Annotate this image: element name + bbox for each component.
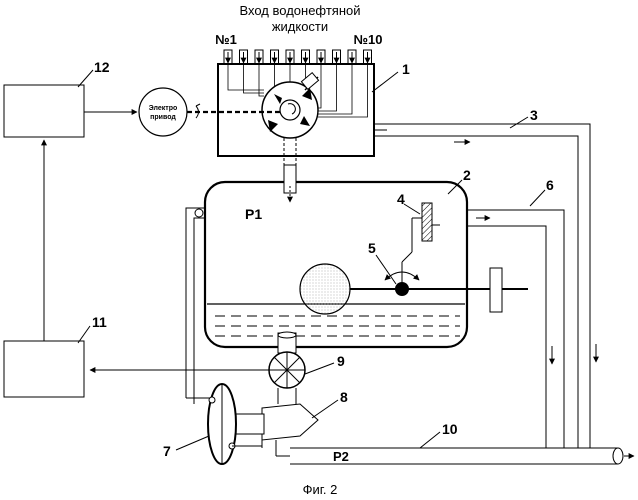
pipe-6 xyxy=(467,210,564,440)
label-3: 3 xyxy=(530,107,538,123)
p1-label: P1 xyxy=(245,206,262,222)
separation-tank xyxy=(205,165,528,347)
label-1: 1 xyxy=(402,61,410,77)
motor-label-1: Электро xyxy=(149,105,178,112)
label-9: 9 xyxy=(337,353,345,369)
distributor-block xyxy=(218,64,387,165)
inlet-tubes xyxy=(224,50,372,64)
label-6: 6 xyxy=(546,177,554,193)
leader-1 xyxy=(372,72,398,92)
last-inlet-label: №10 xyxy=(354,32,383,47)
label-11: 11 xyxy=(92,314,107,330)
block-11 xyxy=(4,341,84,397)
label-10: 10 xyxy=(442,421,458,437)
block-12 xyxy=(4,85,84,137)
label-12: 12 xyxy=(94,59,110,75)
label-8: 8 xyxy=(340,389,348,405)
inlet-title-line2: жидкости xyxy=(272,19,328,34)
p2-label: P2 xyxy=(333,449,349,464)
motor-label-2: привод xyxy=(150,114,176,121)
label-7: 7 xyxy=(163,443,171,459)
inlet-title-line1: Вход водонефтяной xyxy=(239,3,360,18)
label-5: 5 xyxy=(368,240,376,256)
label-4: 4 xyxy=(397,191,405,207)
figure-caption: Фиг. 2 xyxy=(303,482,338,497)
label-2: 2 xyxy=(463,167,471,183)
first-inlet-label: №1 xyxy=(215,32,237,47)
